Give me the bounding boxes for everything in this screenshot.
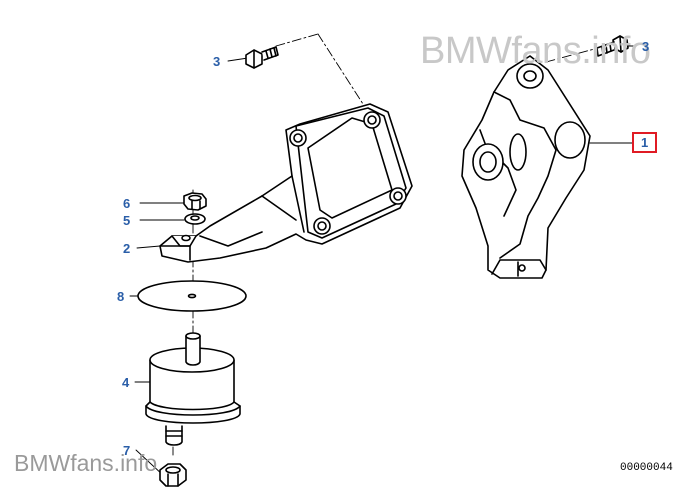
bolt-top-right: [596, 35, 629, 57]
callout-nut-top[interactable]: 6: [123, 196, 131, 211]
callout-washer[interactable]: 5: [123, 213, 131, 228]
bracket-left-holes: [289, 111, 407, 235]
bolt-top-left: [245, 46, 279, 69]
nut-bottom: [159, 463, 187, 487]
callout-bolt-top-left[interactable]: 3: [213, 54, 221, 69]
washer: [184, 213, 206, 225]
bracket-left: [159, 103, 413, 263]
callout-bolt-top-right[interactable]: 3: [642, 39, 650, 54]
heat-shield: [137, 280, 247, 312]
watermark-bottom: BMWfans.info: [14, 450, 158, 476]
callout-engine-mount[interactable]: 4: [122, 375, 130, 390]
nut-top: [183, 192, 207, 211]
watermark-top: BMWfans.info: [420, 30, 651, 72]
callout-nut-bottom[interactable]: 7: [123, 443, 131, 458]
leader-lines: [129, 45, 637, 477]
diagram-id: 00000044: [620, 462, 673, 474]
callout-bracket-left[interactable]: 2: [123, 241, 131, 256]
callout-heat-shield[interactable]: 8: [117, 289, 125, 304]
engine-mount: [145, 332, 241, 446]
callout-bracket-right[interactable]: 1: [632, 132, 658, 153]
bracket-right: [461, 55, 591, 279]
